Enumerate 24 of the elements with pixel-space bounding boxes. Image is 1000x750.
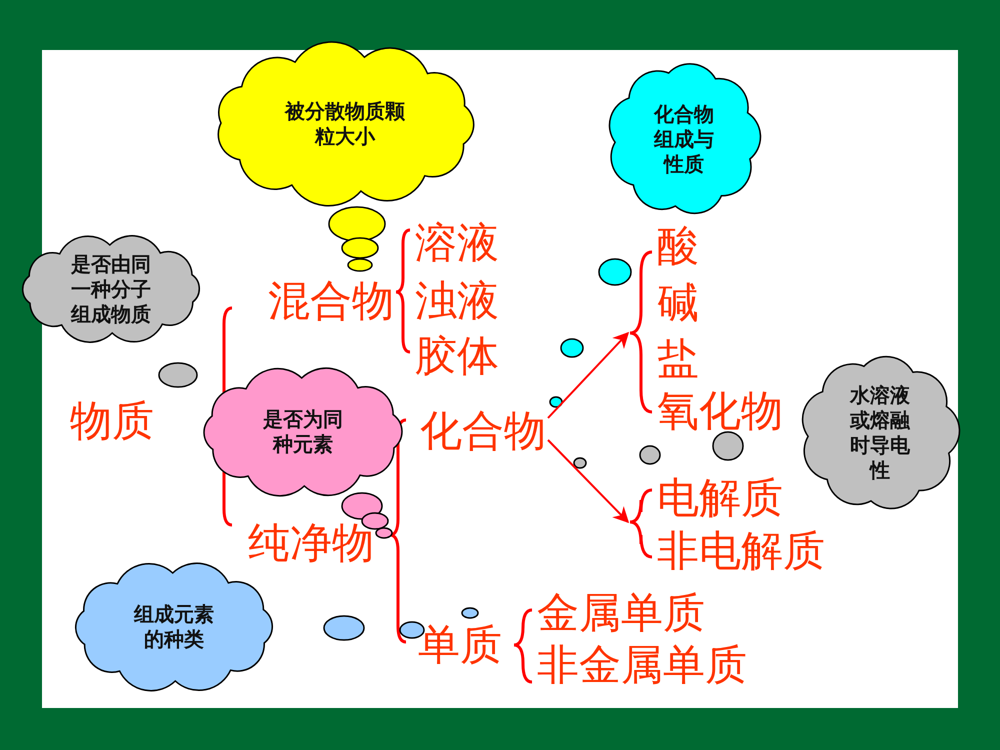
term-label: 化合物 (420, 410, 546, 452)
cloud-text: 化合物组成与性质 (654, 102, 714, 176)
term-label: 浊液 (415, 280, 499, 322)
term-label: 碱 (657, 282, 699, 324)
cloud-text: 被分散物质颗粒大小 (285, 99, 405, 149)
cloud-text: 是否由同一种分子组成物质 (71, 252, 151, 326)
term-label: 溶液 (415, 222, 499, 264)
term-label: 纯净物 (248, 522, 374, 564)
term-label: 氧化物 (657, 390, 783, 432)
term-label: 单质 (418, 624, 502, 666)
arrow (547, 332, 630, 419)
term-label: 物质 (70, 400, 154, 442)
term-label: 酸 (657, 225, 699, 267)
term-label: 非电解质 (657, 530, 825, 572)
term-label: 非金属单质 (537, 644, 747, 686)
cloud-text: 是否为同种元素 (263, 407, 343, 457)
term-label: 电解质 (657, 477, 783, 519)
cloud-text: 水溶液或熔融时导电性 (850, 383, 910, 483)
arrow (547, 439, 630, 524)
term-label: 盐 (657, 338, 699, 380)
cloud-text: 组成元素的种类 (134, 602, 214, 652)
term-label: 金属单质 (537, 592, 705, 634)
term-label: 混合物 (268, 280, 394, 322)
term-label: 胶体 (415, 335, 499, 377)
